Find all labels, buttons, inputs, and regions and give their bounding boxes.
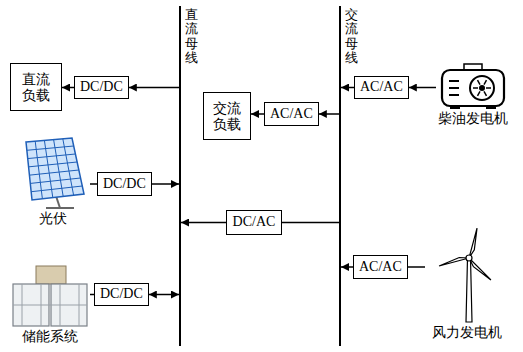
turbine-blade <box>439 258 469 267</box>
box-label: AC/AC <box>359 259 402 275</box>
rotor-spoke <box>486 87 491 89</box>
power-connector <box>129 87 179 89</box>
rotor-spoke <box>473 87 478 89</box>
gen-illustration <box>436 62 510 110</box>
converter-box: AC/AC <box>354 76 409 99</box>
device-label: 储能系统 <box>10 328 90 344</box>
pv-grid <box>29 162 78 167</box>
generator-foot <box>450 107 460 109</box>
power-connector <box>62 87 74 89</box>
wind-illustration <box>425 226 509 324</box>
rotor-spoke <box>478 80 481 84</box>
rotor-hub <box>479 85 485 91</box>
box-label: 直流负载 <box>22 71 50 103</box>
pv-grid <box>28 154 76 159</box>
generator-vent <box>449 80 459 82</box>
converter-box: AC/AC <box>264 102 319 126</box>
rotor-spoke <box>478 91 481 95</box>
box-label: DC/DC <box>103 176 146 192</box>
generator-vent <box>449 87 459 89</box>
pv-grid <box>31 186 82 192</box>
power-connector <box>409 87 436 89</box>
power-connector <box>319 113 339 115</box>
generator-body <box>442 70 504 106</box>
pv-grid <box>30 178 80 183</box>
rotor-spoke <box>484 91 487 95</box>
box-label: 交流负载 <box>213 100 241 132</box>
device-label: 风力发电机 <box>425 324 509 340</box>
power-connector <box>90 183 97 185</box>
converter-box: DC/DC <box>74 76 129 99</box>
device-label: 光伏 <box>16 210 90 226</box>
bus-label: 交流母线 <box>345 8 358 65</box>
pv-panel <box>26 138 84 200</box>
turbine-blade <box>469 228 477 258</box>
converter-box: DC/DC <box>94 283 149 306</box>
converter-box: AC/AC <box>353 255 408 279</box>
device-label: 柴油发电机 <box>436 110 510 126</box>
generator-rotor <box>470 76 494 100</box>
power-connector <box>251 113 264 115</box>
generator-vent <box>449 94 459 96</box>
turbine-hub <box>466 255 472 261</box>
pv-illustration <box>16 136 90 210</box>
pv-stand <box>46 207 74 209</box>
power-connector <box>181 222 226 224</box>
box-label: DC/DC <box>100 286 143 302</box>
ess-cabinet <box>36 266 66 284</box>
power-connector <box>152 183 179 185</box>
device-icon: 柴油发电机 <box>436 62 510 126</box>
converter-box: 直流负载 <box>10 63 62 111</box>
ess-illustration <box>10 262 90 328</box>
pv-grid <box>27 146 74 150</box>
generator-foot <box>486 107 496 109</box>
device-icon: 光伏 <box>16 136 90 226</box>
box-label: DC/DC <box>80 79 123 95</box>
box-label: AC/AC <box>270 106 313 122</box>
pv-grid <box>29 170 78 175</box>
box-label: DC/AC <box>233 214 276 230</box>
bus-bar: 交流母线 <box>339 6 341 346</box>
rotor-spoke <box>484 80 487 84</box>
device-icon: 储能系统 <box>10 262 90 344</box>
power-connector <box>341 266 353 268</box>
bus-bar: 直流母线 <box>179 6 181 346</box>
turbine-tower <box>466 258 472 322</box>
converter-box: 交流负载 <box>203 92 251 140</box>
ess-frame <box>13 305 87 306</box>
power-connector <box>282 222 339 224</box>
bus-label: 直流母线 <box>185 8 198 65</box>
turbine-blade <box>469 258 491 280</box>
box-label: AC/AC <box>360 79 403 95</box>
power-connector <box>341 87 354 89</box>
device-icon: 风力发电机 <box>425 226 509 340</box>
power-connector <box>149 294 179 296</box>
converter-box: DC/DC <box>97 172 152 196</box>
power-connector <box>408 266 425 268</box>
converter-box: DC/AC <box>226 210 282 235</box>
